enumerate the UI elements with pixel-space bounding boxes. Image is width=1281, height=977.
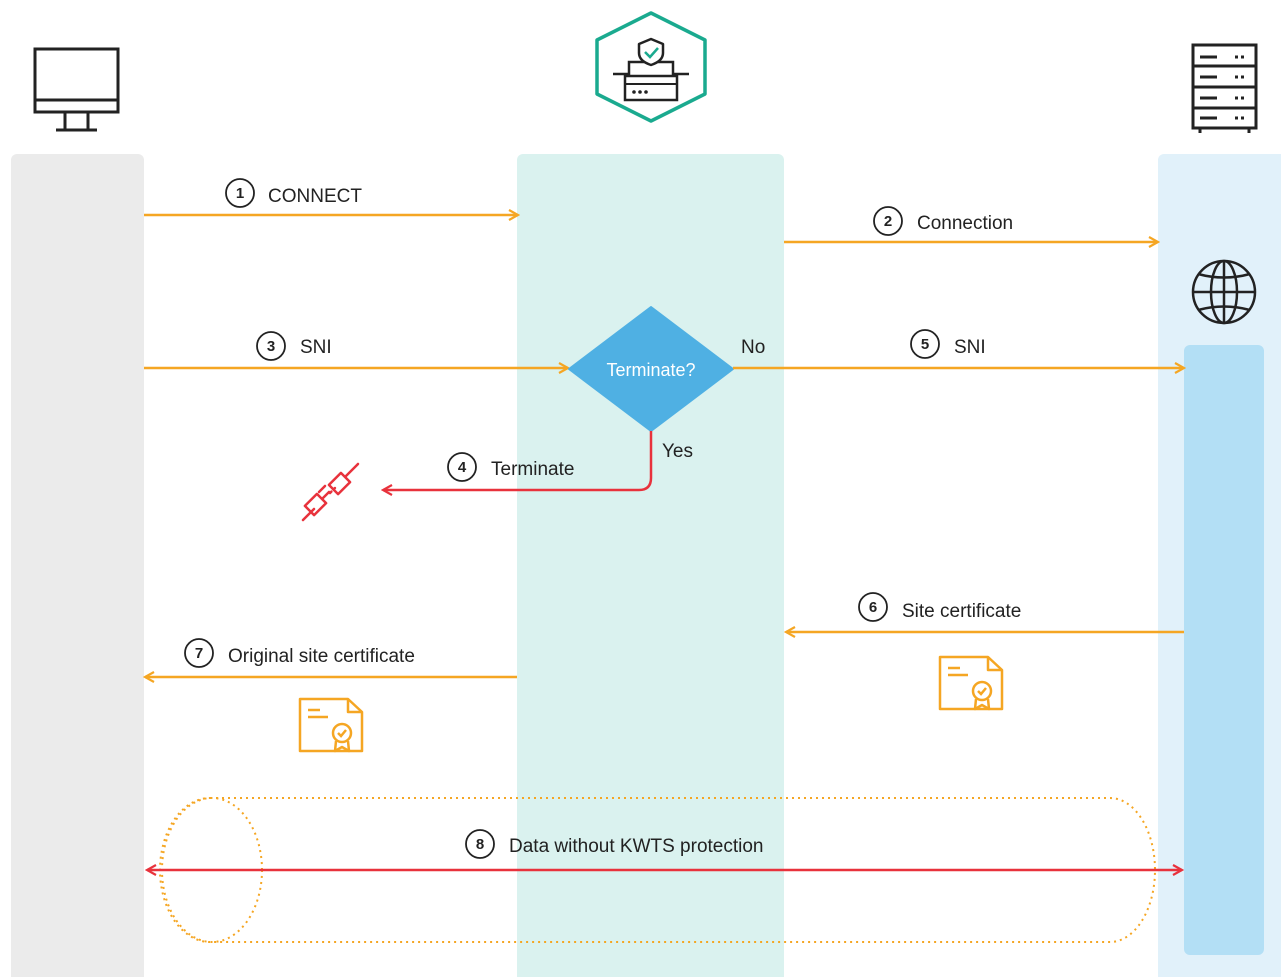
step-label-2: Connection — [917, 213, 1013, 234]
step-number-2: 2 — [884, 213, 892, 230]
step-number-4: 4 — [458, 459, 467, 476]
step-number-7: 7 — [195, 645, 203, 662]
decision-no-label: No — [741, 337, 765, 358]
unplugged-connector-icon — [301, 462, 360, 522]
step-badge-1 — [225, 178, 255, 208]
step-number-1: 1 — [236, 185, 244, 202]
decision-yes-label: Yes — [662, 441, 693, 462]
decision-question: Terminate? — [606, 360, 695, 380]
client-lane — [11, 154, 144, 977]
certificate-icon — [938, 655, 1004, 711]
step-label-7: Original site certificate — [228, 646, 415, 667]
step-label-5: SNI — [954, 337, 986, 358]
step-badge-4 — [447, 452, 477, 482]
server-session-bar — [1184, 345, 1264, 955]
server-rack-icon — [1191, 43, 1258, 133]
kwts-proxy-icon — [595, 11, 707, 123]
step-badge-7 — [184, 638, 214, 668]
step-label-1: CONNECT — [268, 186, 362, 207]
arrow-step-4 — [383, 431, 653, 490]
step-label-3: SNI — [300, 337, 332, 358]
step-number-5: 5 — [921, 336, 929, 353]
step-badge-5 — [910, 329, 940, 359]
unprotected-tunnel — [159, 797, 1156, 943]
globe-icon — [1191, 259, 1257, 325]
monitor-icon — [33, 47, 120, 132]
step-badge-6 — [858, 592, 888, 622]
step-label-6: Site certificate — [902, 601, 1021, 622]
certificate-icon — [298, 697, 364, 753]
step-badge-3 — [256, 331, 286, 361]
step-number-6: 6 — [869, 599, 877, 616]
step-label-8: Data without KWTS protection — [509, 836, 764, 857]
step-label-4: Terminate — [491, 459, 574, 480]
step-badge-8 — [465, 829, 495, 859]
step-number-3: 3 — [267, 338, 275, 355]
step-number-8: 8 — [476, 836, 484, 853]
step-badge-2 — [873, 206, 903, 236]
